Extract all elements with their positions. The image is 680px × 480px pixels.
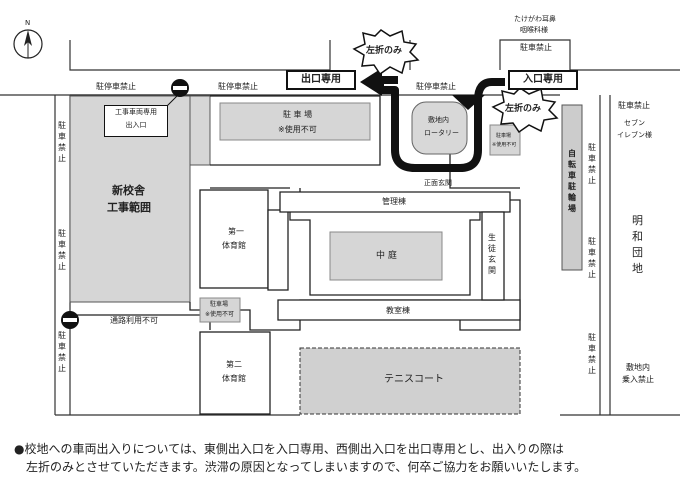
parking-main [219,102,371,141]
gym2-label-2: 体育館 [222,374,246,383]
seven-eleven-2: イレブン様 [617,131,652,139]
traffic-route [376,76,505,172]
tennis-court-label: テニスコート [384,374,444,385]
parking-main-note: ※使用不可 [278,125,317,134]
construction-label-2: 工事範囲 [107,201,151,214]
no-parking-right-2: 駐 車 禁 止 [588,237,596,279]
no-entry-icon-2 [61,311,79,329]
no-parking-left-1: 駐 車 禁 止 [58,121,66,163]
caption-line-2: 左折のみとさせていただきます。渋滞の原因となってしまいますので、何卒ご協力をお願… [26,460,587,474]
entrance-only-label: 入口専用 [508,70,578,90]
parking-small [199,297,241,323]
no-parking-top-right: 駐停車禁止 [416,82,456,91]
parking-rotary-note: ※使用不可 [492,142,517,148]
gym1-label-1: 第一 [228,227,244,236]
gym1-building [199,189,269,289]
exit-only-label: 出口専用 [286,70,356,90]
no-passage-label: 通路利用不可 [110,316,158,325]
admin-building-label: 管理棟 [382,197,406,206]
no-parking-left-2: 駐 車 禁 止 [58,229,66,271]
compass-icon [13,29,43,59]
gym1-label-2: 体育館 [222,241,246,250]
caption-line-1: ●校地への車両出入りについては、東側出入口を入口専用、西側出入口を出口専用とし、… [14,442,564,456]
construction-gate-box: 工事車両専用 出入口 [104,105,168,137]
parking-small-label: 駐車場 [210,301,229,308]
no-parking-top-mid: 駐停車禁止 [218,82,258,91]
construction-gate-label-2: 出入口 [125,121,147,129]
left-turn-only-1: 左折のみ [366,46,403,56]
takegawa-clinic-2: 咽喉科様 [520,26,548,34]
construction-label-1: 新校舎 [112,184,145,197]
campus-map [0,29,680,416]
exit-arrow-icon [360,68,382,96]
no-parking-right-1: 駐 車 禁 止 [588,143,596,185]
parking-rotary-label: 駐車場 [496,133,512,139]
entry-arrow-icon [452,95,485,110]
no-parking-left-3: 駐 車 禁 止 [58,331,66,373]
bike-parking-label: 自 転 車 駐 輪 場 [568,149,576,213]
left-turn-only-2: 左折のみ [505,104,542,114]
parking-main-label: 駐 車 場 [283,110,313,119]
tennis-court [299,347,521,415]
left-turn-burst-icon-1 [352,29,420,76]
rotary-label-1: 敷地内 [428,116,449,124]
takegawa-clinic-3: 駐車禁止 [520,43,552,52]
parking-small-note: ※使用不可 [205,311,235,318]
meiwa-danchi: 明 和 団 地 [632,214,643,275]
caption: ●校地への車両出入りについては、東側出入口を入口専用、西側出入口を出口専用とし、… [14,440,674,476]
no-parking-right-top: 駐車禁止 [618,101,650,110]
seven-eleven-1: セブン [624,119,645,127]
classroom-building-label: 教室棟 [386,306,410,315]
parking-rotary [489,124,521,156]
main-gate-label: 正面玄関 [424,179,452,187]
student-entrance-label: 生 徒 玄 関 [488,233,496,275]
takegawa-clinic-1: たけがわ耳鼻 [514,15,556,23]
gym2-building [199,331,271,415]
premises-no-entry-1: 敷地内 [626,363,650,372]
left-turn-burst-icon-2 [491,87,559,134]
courtyard-label: 中 庭 [376,251,397,261]
no-entry-icon-1 [171,79,189,97]
no-parking-top-left: 駐停車禁止 [96,82,136,91]
courtyard [329,231,443,281]
compass-north: N [25,19,31,27]
premises-no-entry-2: 乗入禁止 [622,375,654,384]
construction-gate-label-1: 工事車両専用 [115,108,157,116]
no-parking-right-3: 駐 車 禁 止 [588,333,596,375]
gym2-label-1: 第二 [226,360,242,369]
rotary [411,101,468,155]
bike-parking [561,104,583,271]
rotary-label-2: ロータリー [424,129,459,137]
